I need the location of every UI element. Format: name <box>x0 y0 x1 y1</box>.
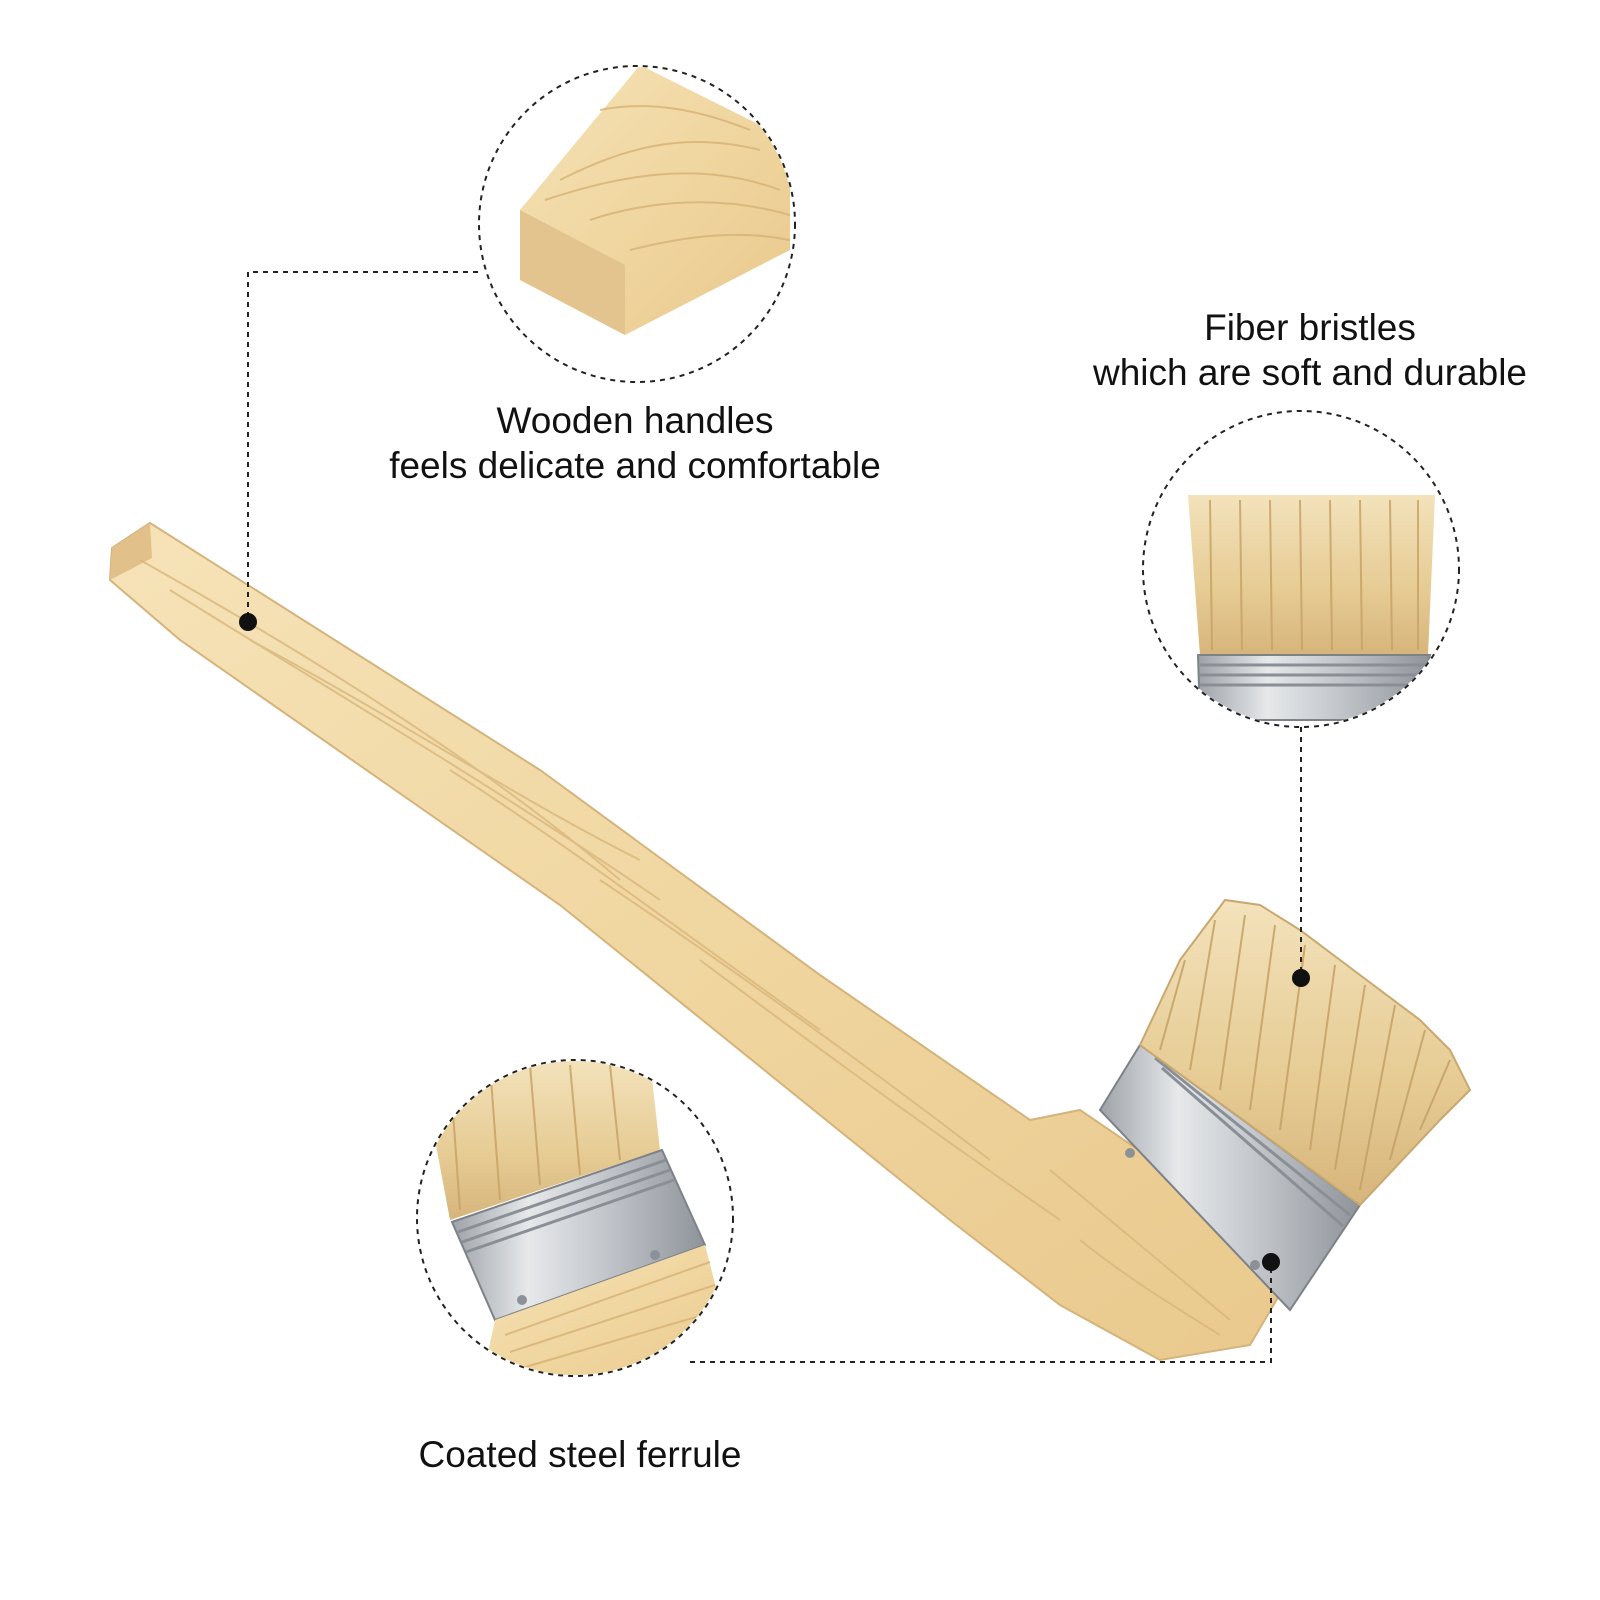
callout-lines <box>247 271 1302 1363</box>
brush-bristles <box>1138 898 1472 1207</box>
handle-callout-dot <box>239 613 257 631</box>
handle-caption-line2: feels delicate and comfortable <box>389 445 881 486</box>
bristles-caption-line1: Fiber bristles <box>1204 307 1416 348</box>
handle-callout-line <box>247 271 478 620</box>
bristles-caption: Fiber bristles which are soft and durabl… <box>1060 305 1560 395</box>
bristles-detail-circle <box>1142 410 1460 728</box>
ferrule-callout-dot <box>1262 1253 1280 1271</box>
ferrule-caption: Coated steel ferrule <box>380 1432 780 1477</box>
paint-brush <box>108 521 1472 1362</box>
ferrule-rivet <box>1125 1148 1135 1158</box>
bristle-strands <box>1159 914 1451 1191</box>
ferrule-detail-circle <box>416 1059 734 1377</box>
handle-caption: Wooden handles feels delicate and comfor… <box>340 398 930 488</box>
bristles-callout-dot <box>1292 969 1310 987</box>
bristles-caption-line2: which are soft and durable <box>1093 352 1527 393</box>
ferrule-caption-line1: Coated steel ferrule <box>418 1434 742 1475</box>
handle-end <box>110 523 152 580</box>
wood-grain <box>139 559 1231 1336</box>
ferrule-callout-line <box>690 1262 1272 1363</box>
handle-caption-line1: Wooden handles <box>496 400 774 441</box>
ferrule-rivet <box>1250 1260 1260 1270</box>
handle-detail-circle <box>478 65 796 383</box>
